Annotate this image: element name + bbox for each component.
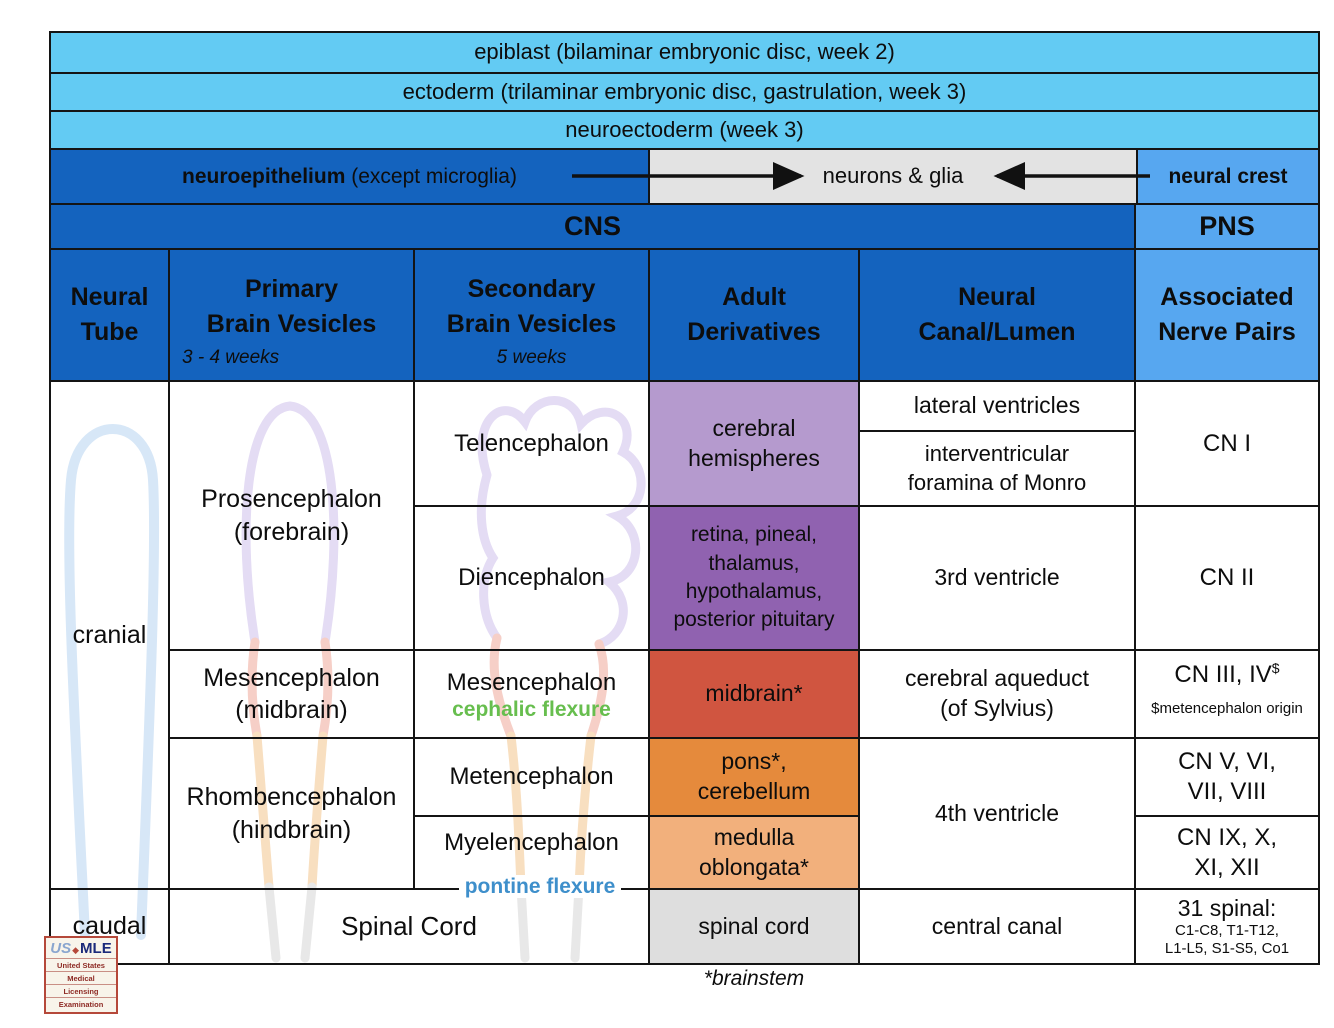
neurons-glia-cell: neurons & glia xyxy=(648,148,1138,205)
logo-line: Examination xyxy=(46,997,116,1010)
header-adult-derivatives: Adult Derivatives xyxy=(648,248,860,382)
header-neural-canal: Neural Canal/Lumen xyxy=(858,248,1136,382)
spinal-cord-cell: Spinal Cord xyxy=(168,888,650,965)
neural-crest-cell: neural crest xyxy=(1136,148,1320,205)
fourth-ventricle-cell: 4th ventricle xyxy=(858,737,1136,890)
cns-band: CNS xyxy=(49,203,1136,250)
pontine-flexure-label: pontine flexure xyxy=(430,875,650,899)
cn9-cn12-cell: CN IX, X, XI, XII xyxy=(1134,815,1320,890)
mesencephalon-primary-cell: Mesencephalon (midbrain) xyxy=(168,649,415,739)
mesencephalon-secondary-cell: Mesencephalon cephalic flexure xyxy=(413,649,650,739)
rhombencephalon-cell: Rhombencephalon (hindbrain) xyxy=(168,737,415,890)
neural-tube-drawings xyxy=(64,396,646,963)
telencephalon-cell: Telencephalon xyxy=(413,380,650,507)
cn2-cell: CN II xyxy=(1134,505,1320,651)
cephalic-flexure-label: cephalic flexure xyxy=(452,698,611,722)
usmle-logo-title: US ◆ MLE xyxy=(50,940,112,957)
diencephalon-cell: Diencephalon xyxy=(413,505,650,651)
neuroepithelium-label: neuroepithelium (except microglia) xyxy=(182,164,517,188)
brainstem-footnote: *brainstem xyxy=(703,967,805,990)
usmle-logo: US ◆ MLE United States Medical Licensing… xyxy=(44,936,118,1014)
primary-weeks-label: 3 - 4 weeks xyxy=(182,347,280,369)
secondary-weeks-label: 5 weeks xyxy=(496,347,567,369)
neurons-glia-label: neurons & glia xyxy=(822,163,964,189)
midbrain-cell: midbrain* xyxy=(648,649,860,739)
neural-crest-label: neural crest xyxy=(1168,164,1288,188)
pontine-flexure-outline xyxy=(506,731,596,892)
secondary-vesicles-outline xyxy=(476,396,646,649)
header-primary-vesicles: Primary Brain Vesicles 3 - 4 weeks xyxy=(168,248,415,382)
epiblast-label: epiblast (bilaminar embryonic disc, week… xyxy=(474,39,895,65)
cns-label: CNS xyxy=(563,210,621,241)
spinal-outline-primary xyxy=(264,882,317,963)
spinal-nerves-detail: C1-C8, T1-T12, L1-L5, S1-S5, Co1 xyxy=(1164,921,1290,957)
foramina-monro-cell: interventricular foramina of Monro xyxy=(858,430,1136,507)
mesencephalon-outline xyxy=(247,637,333,741)
metencephalon-cell: Metencephalon xyxy=(413,737,650,817)
logo-line: Medical xyxy=(46,971,116,984)
cn3-cn4-label: CN III, IV$ xyxy=(1174,660,1280,688)
neural-tube-outline xyxy=(64,424,160,940)
ectoderm-label: ectoderm (trilaminar embryonic disc, gas… xyxy=(402,78,967,104)
prosencephalon-cell: Prosencephalon (forebrain) xyxy=(168,380,415,651)
lateral-ventricles-cell: lateral ventricles xyxy=(858,380,1136,432)
epiblast-band: epiblast (bilaminar embryonic disc, week… xyxy=(49,31,1320,74)
neuroectoderm-band: neuroectoderm (week 3) xyxy=(49,110,1320,150)
rhombencephalon-outline xyxy=(252,731,328,892)
logo-line: Licensing xyxy=(46,984,116,997)
third-ventricle-cell: 3rd ventricle xyxy=(858,505,1136,651)
metencephalon-origin-note: $metencephalon origin xyxy=(1151,700,1303,718)
medulla-oblongata-cell: medulla oblongata* xyxy=(648,815,860,890)
cn3-cn4-cell: CN III, IV$ $metencephalon origin xyxy=(1134,649,1320,739)
spinal-outline-secondary xyxy=(516,882,584,963)
spinal-cord-derivative-cell: spinal cord xyxy=(648,888,860,965)
header-secondary-vesicles: Secondary Brain Vesicles 5 weeks xyxy=(413,248,650,382)
cerebral-aqueduct-cell: cerebral aqueduct (of Sylvius) xyxy=(858,649,1136,739)
pns-label: PNS xyxy=(1199,210,1255,241)
pons-cerebellum-cell: pons*, cerebellum xyxy=(648,737,860,817)
neuroepithelium-cell: neuroepithelium (except microglia) xyxy=(49,148,650,205)
ectoderm-band: ectoderm (trilaminar embryonic disc, gas… xyxy=(49,72,1320,112)
spinal-nerves-cell: 31 spinal: C1-C8, T1-T12, L1-L5, S1-S5, … xyxy=(1134,888,1320,965)
prosencephalon-outline xyxy=(241,401,339,647)
logo-line: United States xyxy=(46,958,116,971)
cn1-cell: CN I xyxy=(1134,380,1320,507)
header-nerve-pairs: Associated Nerve Pairs xyxy=(1134,248,1320,382)
pns-band: PNS xyxy=(1134,203,1320,250)
cerebral-hemispheres-cell: cerebral hemispheres xyxy=(648,380,860,507)
cn5-cn8-cell: CN V, VI, VII, VIII xyxy=(1134,737,1320,817)
central-canal-cell: central canal xyxy=(858,888,1136,965)
neuroectoderm-label: neuroectoderm (week 3) xyxy=(565,116,804,142)
header-neural-tube: Neural Tube xyxy=(49,248,170,382)
diencephalon-derivatives-cell: retina, pineal, thalamus, hypothalamus, … xyxy=(648,505,860,651)
logo-dot-icon: ◆ xyxy=(72,945,80,955)
cephalic-flexure-outline xyxy=(489,633,609,741)
cranial-cell: cranial xyxy=(49,380,170,890)
